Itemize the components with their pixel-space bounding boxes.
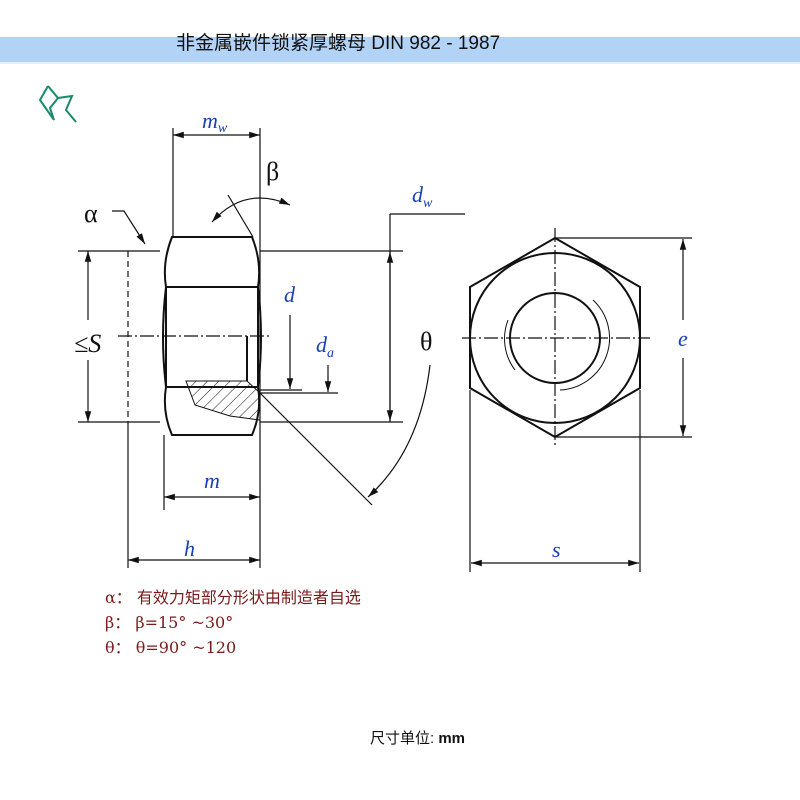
front-dimensions: [462, 228, 692, 572]
label-alpha: α: [84, 199, 98, 228]
note-beta: β： β=15° ~30°: [105, 613, 234, 632]
label-s: s: [552, 537, 561, 562]
label-d: d: [284, 282, 296, 307]
label-m: m: [204, 468, 220, 493]
label-da: da: [316, 332, 334, 361]
label-beta: β: [266, 157, 279, 186]
unit-label: 尺寸单位:: [370, 730, 435, 747]
dimension-lines: [78, 128, 465, 568]
page-title: 非金属嵌件锁紧厚螺母 DIN 982 - 1987: [176, 33, 501, 54]
note-alpha: α： 有效力矩部分形状由制造者自选: [105, 588, 361, 607]
label-dw: dw: [412, 182, 433, 211]
label-h: h: [184, 536, 195, 561]
notes: α： 有效力矩部分形状由制造者自选 β： β=15° ~30° θ： θ=90°…: [105, 585, 361, 660]
title-bar: [0, 37, 800, 64]
unit-value: mm: [438, 730, 466, 747]
label-s-max: ≤S: [74, 329, 101, 358]
pushpin-icon[interactable]: [38, 85, 77, 123]
label-e: e: [678, 326, 688, 351]
unit-note: 尺寸单位: mm: [370, 727, 465, 748]
label-mw: mw: [202, 108, 228, 136]
label-theta: θ: [420, 327, 432, 356]
note-theta: θ： θ=90° ~120: [105, 638, 237, 657]
